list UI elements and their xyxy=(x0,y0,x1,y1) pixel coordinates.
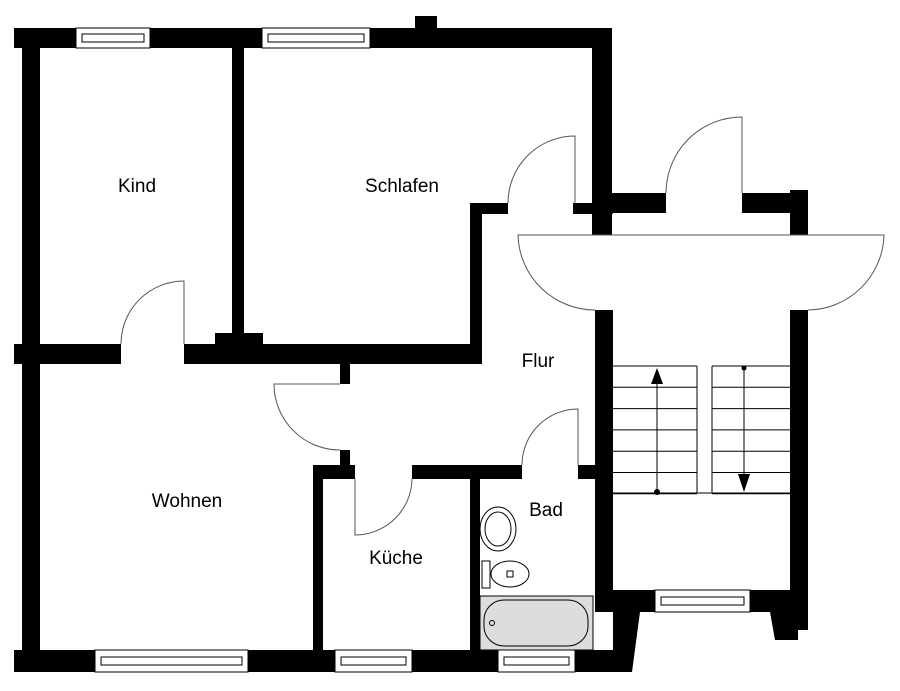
door-entrance xyxy=(517,234,885,311)
staircase xyxy=(613,365,790,495)
door-kind xyxy=(120,280,185,345)
label-flur: Flur xyxy=(522,351,555,372)
window-stairwell xyxy=(654,589,751,613)
arrow-down-icon xyxy=(738,474,750,492)
arrow-up-icon xyxy=(651,368,663,384)
doors[interactable] xyxy=(120,116,885,536)
toilet-tank-icon xyxy=(481,560,491,589)
window-wohnen xyxy=(94,649,249,673)
bathtub-icon xyxy=(479,595,594,651)
label-kind: Kind xyxy=(118,176,156,197)
window-kueche xyxy=(334,649,413,673)
door-bad xyxy=(521,408,579,466)
door-stairwell-top xyxy=(665,116,743,194)
door-wohnen xyxy=(273,383,341,451)
room-labels: Kind Schlafen Flur Wohnen Küche Bad xyxy=(118,176,563,569)
label-bad: Bad xyxy=(529,500,563,521)
door-schlafen xyxy=(507,135,576,204)
door-kueche xyxy=(354,478,413,536)
toilet-icon xyxy=(490,560,530,588)
label-kueche: Küche xyxy=(369,548,423,569)
chimney xyxy=(415,16,437,30)
windows xyxy=(75,27,751,673)
window-bad xyxy=(497,649,576,673)
sink-icon xyxy=(479,506,517,552)
label-schlafen: Schlafen xyxy=(365,176,439,197)
label-wohnen: Wohnen xyxy=(152,491,222,512)
stair-start-dot xyxy=(654,489,660,495)
window-schlafen xyxy=(261,27,371,49)
walls xyxy=(14,16,808,672)
stair-down-start-dot xyxy=(741,365,747,371)
bathroom-fixtures xyxy=(479,506,594,651)
window-kind xyxy=(75,27,151,49)
